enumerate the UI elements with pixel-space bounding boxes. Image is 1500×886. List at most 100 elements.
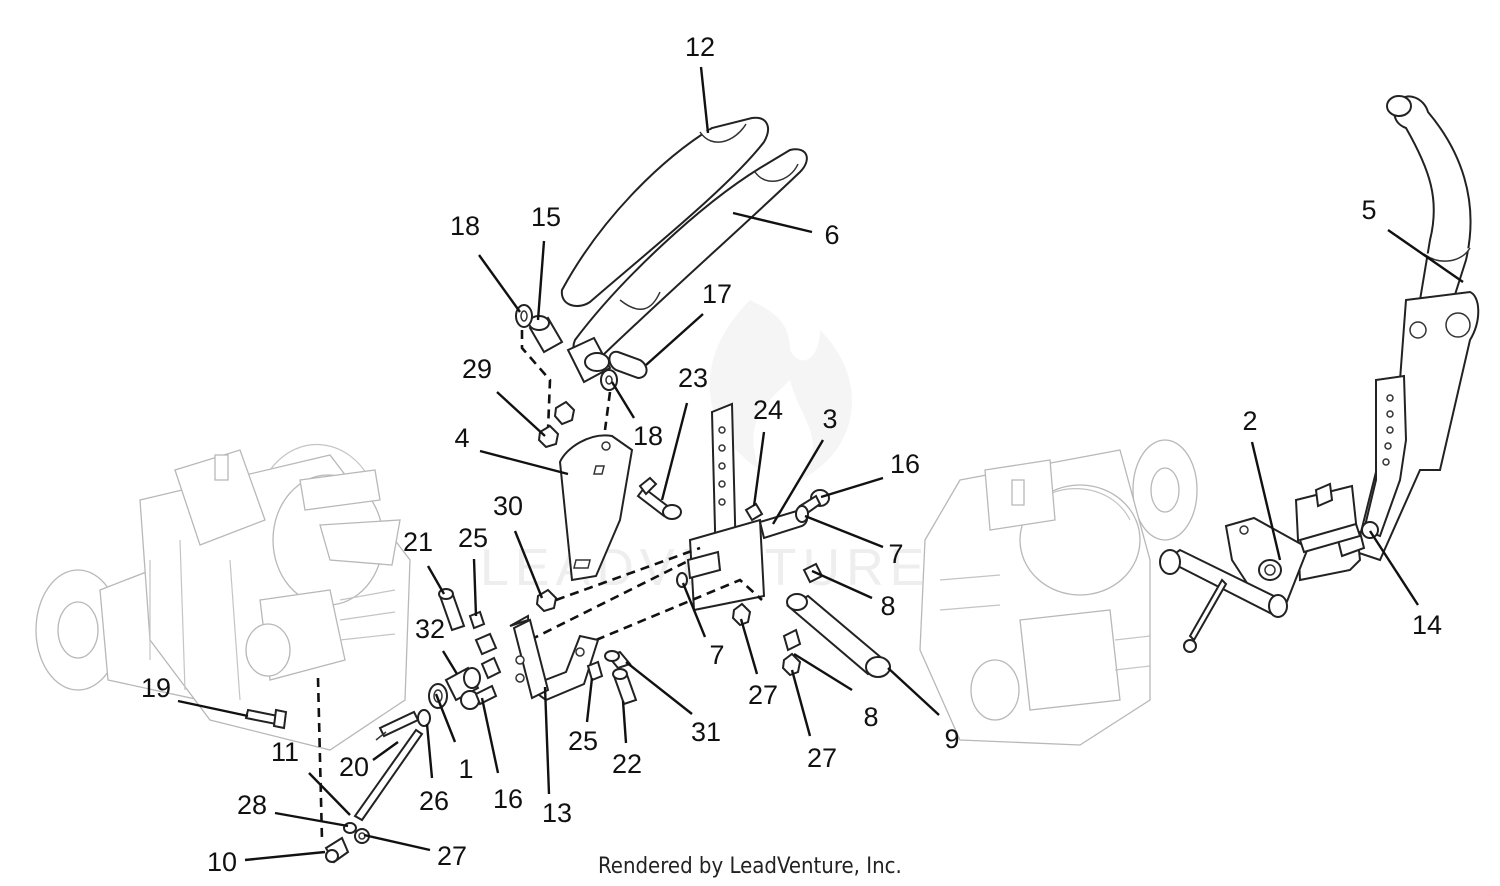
callout-leader-line: [739, 618, 759, 675]
part-24-bolt: [744, 502, 764, 522]
callout-number: 6: [824, 220, 839, 250]
callout-leader-line: [536, 240, 546, 321]
part-31-bolt: [604, 650, 632, 670]
callout-leader-line: [244, 850, 326, 862]
part-15-bushing: [528, 315, 564, 354]
callout-8: 8: [811, 569, 896, 621]
part-7-washer-lower: [676, 572, 688, 588]
part-12-handle-grip: [560, 116, 769, 307]
callout-number: 25: [568, 726, 598, 756]
callout-3: 3: [771, 404, 838, 525]
callout-number: 13: [542, 798, 572, 828]
callout-leader-line: [1250, 441, 1282, 561]
callout-number: 2: [1242, 406, 1257, 436]
part-16-bolt-lower: [460, 684, 498, 710]
callout-leader-line: [887, 667, 940, 716]
part-5-control-lever: [1354, 95, 1480, 562]
callout-number: 19: [141, 673, 171, 703]
right-transaxle-ghost: [919, 439, 1198, 746]
callout-5: 5: [1361, 195, 1464, 283]
callout-leader-line: [1387, 229, 1464, 283]
callout-leader-line: [732, 211, 813, 234]
callout-27: 27: [739, 618, 778, 710]
callout-leader-line: [425, 723, 434, 779]
callout-leader-line: [681, 582, 707, 638]
right-side-linkage-rod: [1183, 578, 1228, 653]
callout-leader-line: [793, 652, 853, 692]
part-27-nut-lower: [781, 652, 802, 677]
callout-leader-line: [699, 66, 710, 134]
callout-number: 27: [807, 743, 837, 773]
callout-leader-line: [479, 449, 569, 476]
callout-leader-line: [372, 741, 399, 761]
callout-number: 24: [753, 395, 783, 425]
callout-24: 24: [752, 395, 783, 507]
callout-number: 31: [691, 717, 721, 747]
callout-2: 2: [1242, 406, 1282, 561]
callout-25: 25: [568, 677, 598, 756]
part-26-nut: [417, 709, 431, 727]
callout-27: 27: [363, 833, 467, 871]
callout-number: 16: [890, 449, 920, 479]
callout-leader-line: [752, 431, 766, 507]
callout-26: 26: [419, 723, 449, 816]
part-11-linkage-rod: [353, 728, 424, 822]
callout-22: 22: [612, 700, 642, 779]
callout-number: 1: [458, 754, 473, 784]
callout-21: 21: [403, 527, 446, 595]
callout-number: 9: [944, 724, 959, 754]
callout-leader-line: [274, 811, 349, 828]
callout-7: 7: [681, 582, 725, 670]
callout-9: 9: [887, 667, 960, 754]
callout-leader-line: [478, 254, 521, 313]
callout-leader-line: [625, 661, 693, 715]
callout-leader-line: [434, 693, 457, 743]
callout-number: 10: [207, 847, 237, 877]
part-27-nut-middle: [731, 602, 752, 627]
callout-number: 3: [822, 404, 837, 434]
callout-8: 8: [793, 652, 879, 732]
callout-19: 19: [141, 673, 249, 718]
callout-4: 4: [454, 423, 569, 476]
callout-leader-line: [790, 669, 812, 737]
callout-leader-line: [811, 569, 873, 600]
callout-number: 5: [1361, 195, 1376, 225]
callout-32: 32: [415, 614, 459, 675]
watermark-flame-logo: [709, 300, 853, 480]
callout-number: 7: [709, 640, 724, 670]
assembly-line-plate-30: [555, 546, 701, 602]
callout-leader-line: [426, 565, 446, 595]
part-32-stack: [474, 632, 502, 680]
part-6-lower-sleeve: [566, 336, 612, 384]
callout-number: 18: [633, 421, 663, 451]
callout-number: 14: [1412, 610, 1442, 640]
callout-leader-line: [1368, 530, 1420, 606]
callout-number: 15: [531, 202, 561, 232]
part-32-spacer: [444, 666, 481, 702]
callout-leader-line: [441, 650, 459, 675]
assembly-line-damper: [595, 578, 763, 642]
left-transaxle-ghost: [35, 444, 411, 751]
callout-1: 1: [434, 693, 474, 784]
callout-number: 26: [419, 786, 449, 816]
callout-30: 30: [493, 491, 544, 599]
callout-number: 20: [339, 752, 369, 782]
callout-leader-line: [645, 313, 704, 366]
part-17-spacer: [608, 350, 648, 380]
callout-leader-line: [543, 686, 551, 795]
callout-number: 18: [450, 211, 480, 241]
callout-number: 23: [678, 363, 708, 393]
callout-29: 29: [462, 354, 546, 437]
assembly-line-handle-right: [603, 391, 612, 431]
callout-number: 17: [702, 279, 732, 309]
callout-15: 15: [531, 202, 561, 321]
callout-leader-line: [660, 402, 689, 501]
callout-layer: 1234567788910111213141516161718181920212…: [141, 32, 1464, 877]
callout-number: 32: [415, 614, 445, 644]
callout-31: 31: [625, 661, 721, 747]
callout-25: 25: [458, 523, 488, 617]
callout-16: 16: [480, 697, 523, 814]
callout-17: 17: [645, 279, 732, 366]
callout-28: 28: [237, 790, 349, 828]
callout-leader-line: [496, 391, 546, 437]
